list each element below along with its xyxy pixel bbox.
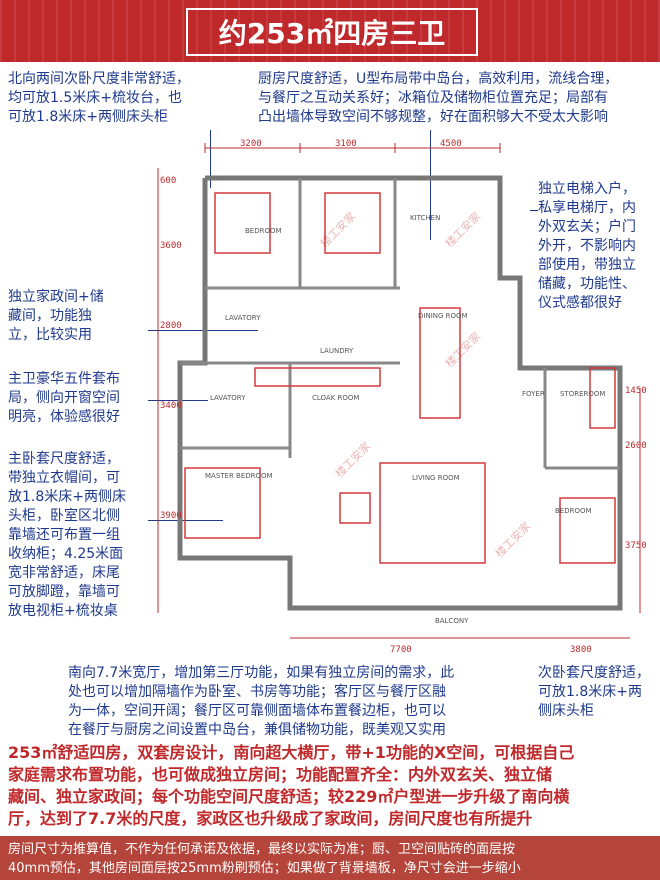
note-kitchen: 厨房尺度舒适，U型布局带中岛台，高效利用，流线合理， 与餐厅之互动关系好；冰箱位… (258, 71, 619, 125)
room-label-dining: DINING ROOM (418, 312, 468, 320)
dim-right-3: 3750 (625, 541, 647, 551)
dim-left-3: 2800 (160, 321, 182, 331)
dim-left-4: 3400 (160, 401, 182, 411)
watermark: 楼工安家 (317, 209, 358, 250)
watermark: 楼工安家 (442, 209, 483, 250)
dim-top-1: 3200 (240, 139, 262, 149)
page-title: 约253㎡四房三卫 (186, 8, 478, 56)
room-label-bedroom-east: BEDROOM (555, 507, 592, 515)
floor-plan: KITCHEN DINING ROOM LAVATORY LAUNDRY LAV… (150, 138, 650, 658)
dim-left-1: 600 (160, 176, 176, 186)
room-label-kitchen: KITCHEN (410, 214, 440, 222)
note-elevator: 独立电梯入户， 私享电梯厅，内 外双玄关；户门 外开，不影响内 部使用，带独立 … (538, 181, 636, 311)
note-second-bedroom: 次卧套尺度舒适， 可放1.8米床+两 侧床头柜 (538, 665, 650, 719)
room-label-master: MASTER BEDROOM (205, 472, 273, 480)
note-summary: 253㎡舒适四房，双套房设计，南向超大横厅，带+1功能的X空间，可根据自己 家庭… (8, 743, 575, 828)
note-north-bedrooms: 北向两间次卧尺度非常舒适， 均可放1.5米床+梳妆台，也 可放1.8米床+两侧床… (8, 71, 190, 125)
leader-line (430, 130, 431, 240)
dim-top-2: 3100 (335, 139, 357, 149)
room-label-cloak: CLOAK ROOM (312, 394, 359, 402)
note-laundry: 独立家政间+储 藏间，功能独 立，比较实用 (8, 289, 104, 343)
watermark: 楼工安家 (442, 329, 483, 370)
watermark: 楼工安家 (492, 519, 533, 560)
header-pattern (0, 0, 660, 62)
dim-right-1: 1450 (625, 386, 647, 396)
note-master-bedroom: 主卧套尺度舒适， 带独立衣帽间，可 放1.8米床+两侧床 头柜，卧室区北侧 靠墙… (8, 451, 126, 619)
dim-left-5: 3900 (160, 511, 182, 521)
room-label-laundry: LAUNDRY (320, 347, 354, 355)
room-label-storeroom: STOREROOM (560, 390, 605, 398)
outer-walls (177, 175, 623, 611)
header-banner: 约253㎡四房三卫 (0, 0, 660, 62)
room-label-living: LIVING ROOM (412, 474, 460, 482)
dim-bottom-2: 3800 (570, 645, 592, 655)
footer-disclaimer: 房间尺寸为推算值，不作为任何承诺及依据，最终以实际为准；厨、卫空间贴砖的面层按 … (0, 836, 660, 880)
inner-walls (180, 178, 620, 470)
dim-bottom-1: 7700 (390, 645, 412, 655)
dim-top-3: 4500 (440, 139, 462, 149)
room-label-balcony: BALCONY (435, 617, 469, 625)
leader-line (210, 130, 211, 188)
room-label-foyer: FOYER (522, 390, 545, 398)
room-label-lavatory-master: LAVATORY (210, 394, 246, 402)
leader-line (530, 210, 538, 211)
dim-left-2: 3600 (160, 241, 182, 251)
note-master-bath: 主卫豪华五件套布 局，侧向开窗空间 明亮，体验感很好 (8, 371, 120, 425)
floor-plan-drawing: KITCHEN DINING ROOM LAVATORY LAUNDRY LAV… (157, 139, 647, 655)
note-living: 南向7.7米宽厅，增加第三厅功能，如果有独立房间的需求，此 处也可以增加隔墙作为… (68, 665, 455, 738)
dimension-lines (157, 143, 641, 639)
watermark: 楼工安家 (332, 439, 373, 480)
furniture (184, 192, 616, 564)
room-label-lavatory-north: LAVATORY (225, 314, 261, 322)
room-label-bedroom-west: BEDROOM (245, 227, 282, 235)
dim-right-2: 2600 (625, 441, 647, 451)
